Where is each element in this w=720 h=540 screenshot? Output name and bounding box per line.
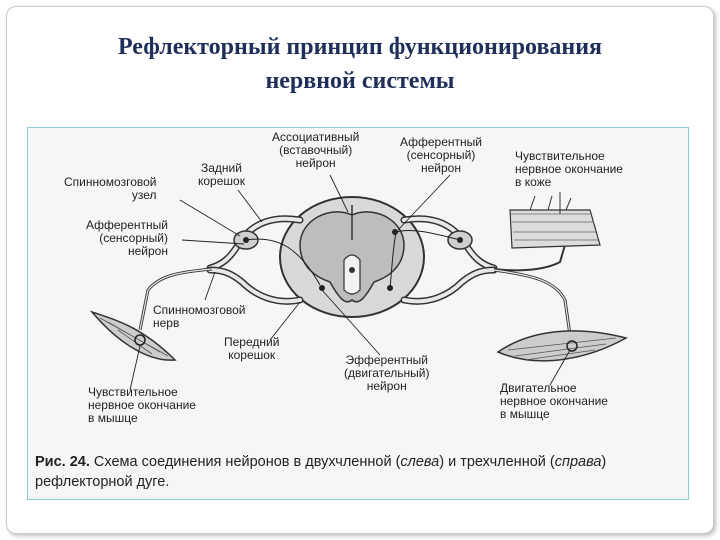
central-canal	[343, 254, 361, 295]
right-sensory-fiber	[493, 244, 566, 272]
label-spinal-nerve: Спинномозговой нерв	[153, 303, 246, 330]
slide-title: Рефлекторный принцип функционирования не…	[60, 30, 660, 98]
caption-line-1: Рис. 24. Схема соединения нейронов в дву…	[35, 454, 607, 470]
skin-section	[509, 209, 601, 249]
label-anterior-root: Передний корешок	[224, 335, 280, 362]
title-line-2: нервной системы	[265, 68, 455, 94]
leader-lines	[129, 174, 571, 391]
right-motor-fiber	[493, 268, 572, 336]
label-associative-neuron: Ассоциативный (вставочный) нейрон	[272, 130, 360, 170]
interneuron	[392, 229, 398, 235]
figure-caption: Рис. 24. Схема соединения нейронов в дву…	[35, 452, 675, 492]
label-motor-ending: Двигательное нервное окончание в мышце	[500, 381, 608, 421]
right-muscle	[496, 330, 629, 362]
canal-center	[349, 267, 355, 273]
label-skin-ending: Чувствительное нервное окончание в коже	[515, 149, 623, 189]
label-muscle-sensory-ending: Чувствительное нервное окончание в мышце	[88, 385, 196, 425]
label-posterior-root: Задний корешок	[198, 161, 245, 188]
label-efferent-neuron: Эфферентный (двигательный) нейрон	[344, 353, 430, 393]
title-line-1: Рефлекторный принцип функционирования	[117, 34, 603, 60]
caption-line-2: рефлекторной дуге.	[35, 474, 170, 490]
caption-number: Рис. 24.	[35, 454, 90, 470]
label-afferent-left: Афферентный (сенсорный) нейрон	[86, 218, 168, 258]
motor-neuron-left	[319, 285, 325, 291]
label-afferent-top: Афферентный (сенсорный) нейрон	[400, 135, 482, 175]
label-spinal-ganglion: Спинномозговой узел	[64, 175, 157, 202]
